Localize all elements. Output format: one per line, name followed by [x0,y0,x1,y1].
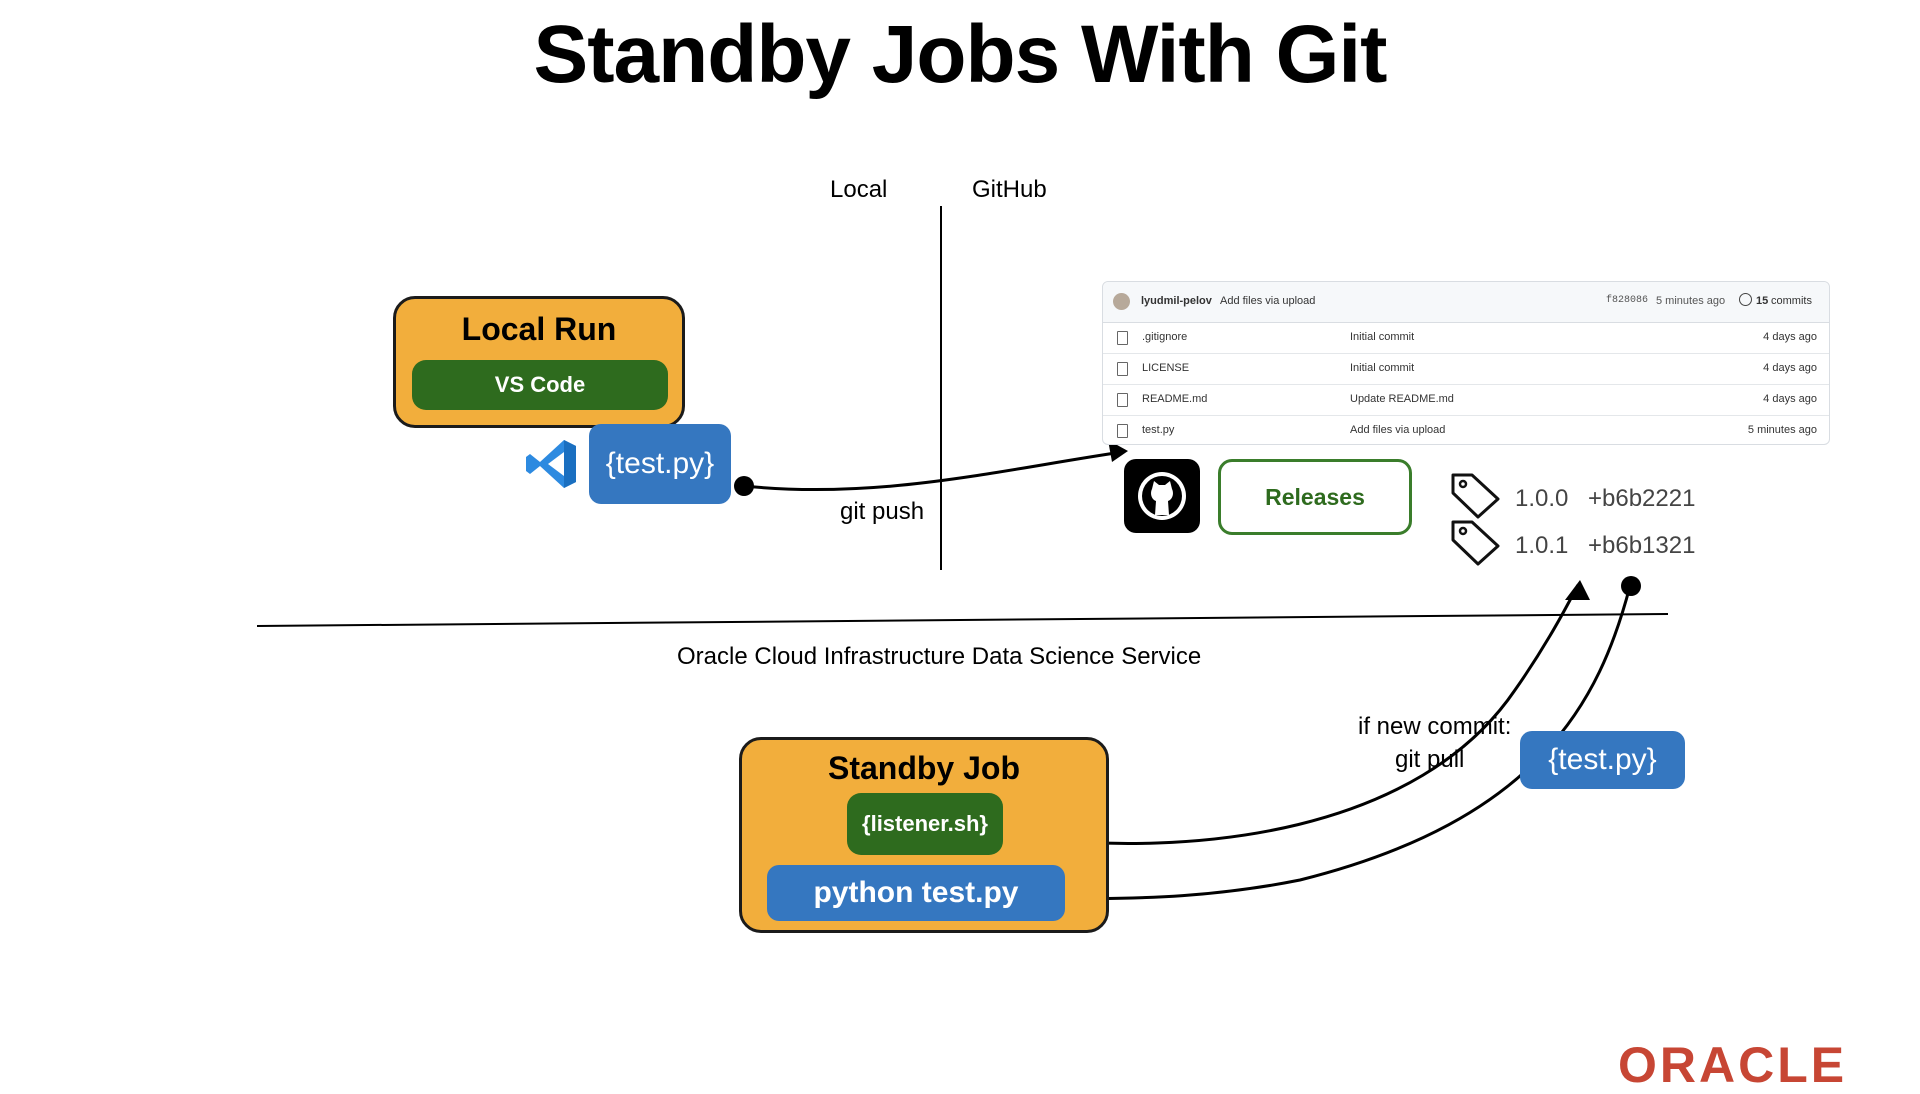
commits-label[interactable]: commits [1771,295,1812,307]
file-row[interactable]: test.py Add files via upload 5 minutes a… [1103,416,1829,446]
github-logo-icon [1124,459,1200,533]
commit-user[interactable]: lyudmil-pelov [1141,295,1212,307]
file-name[interactable]: LICENSE [1142,362,1190,374]
file-commit-message[interactable]: Add files via upload [1350,424,1446,436]
releases-button[interactable]: Releases [1218,459,1412,535]
file-name[interactable]: test.py [1142,424,1175,436]
standby-job-box: Standby Job {listener.sh} python test.py [739,737,1109,933]
file-row[interactable]: LICENSE Initial commit 4 days ago [1103,354,1829,385]
commit-message[interactable]: Add files via upload [1220,295,1316,307]
file-icon [1117,331,1128,345]
local-label: Local [830,176,888,203]
vscode-icon [526,440,576,488]
tag-commit[interactable]: +b6b1321 [1588,532,1696,559]
file-commit-message[interactable]: Initial commit [1350,362,1415,374]
tag-icon [1451,473,1500,519]
git-push-arrow [743,450,1123,492]
git-push-start-dot [734,476,754,496]
git-push-arrowhead [1108,440,1128,462]
tag-dot [1621,576,1641,596]
tag-version[interactable]: 1.0.1 [1515,532,1569,559]
oci-section-label: Oracle Cloud Infrastructure Data Science… [677,643,1202,670]
horizontal-divider [256,613,1669,627]
local-run-box: Local Run VS Code [393,296,685,428]
python-test-py-command: python test.py [767,865,1065,921]
local-test-py-tag: {test.py} [589,424,731,504]
file-time: 4 days ago [1763,331,1817,343]
tag-commit[interactable]: +b6b2221 [1588,485,1696,512]
deploy-arrow [1074,585,1632,901]
git-pull-arrow [1012,584,1580,845]
commit-time: 5 minutes ago [1656,295,1726,307]
file-commit-message[interactable]: Update README.md [1350,393,1454,405]
listener-sh-button[interactable]: {listener.sh} [847,793,1003,855]
file-icon [1117,424,1128,438]
file-row[interactable]: README.md Update README.md 4 days ago [1103,385,1829,416]
file-row[interactable]: .gitignore Initial commit 4 days ago [1103,323,1829,354]
github-label: GitHub [972,176,1047,203]
history-icon [1739,293,1752,306]
tag-version[interactable]: 1.0.0 [1515,485,1569,512]
git-pull-arrowhead [1565,580,1590,600]
remote-test-py-tag: {test.py} [1520,731,1685,789]
file-name[interactable]: .gitignore [1142,331,1188,343]
tag-icon [1451,520,1500,566]
file-time: 5 minutes ago [1747,424,1817,436]
file-icon [1117,362,1128,376]
oracle-logo: ORACLE [1618,1037,1848,1093]
file-time: 4 days ago [1763,393,1817,405]
commit-hash[interactable]: f828086 [1606,295,1649,306]
commits-count[interactable]: 15 [1756,295,1769,307]
local-run-title: Local Run [461,311,617,347]
new-commit-label: if new commit: [1358,713,1512,740]
file-commit-message[interactable]: Initial commit [1350,331,1415,343]
file-name[interactable]: README.md [1142,393,1208,405]
vscode-button[interactable]: VS Code [412,360,668,410]
file-time: 4 days ago [1763,362,1817,374]
latest-commit-header: lyudmil-pelov Add files via upload f8280… [1103,282,1829,323]
git-pull-label: git pull [1395,746,1465,773]
github-repo-panel: lyudmil-pelov Add files via upload f8280… [1102,281,1830,445]
file-icon [1117,393,1128,407]
git-push-label: git push [840,498,925,525]
avatar [1113,293,1130,310]
standby-job-title: Standby Job [827,750,1020,786]
slide-title: Standby Jobs With Git [533,9,1388,100]
